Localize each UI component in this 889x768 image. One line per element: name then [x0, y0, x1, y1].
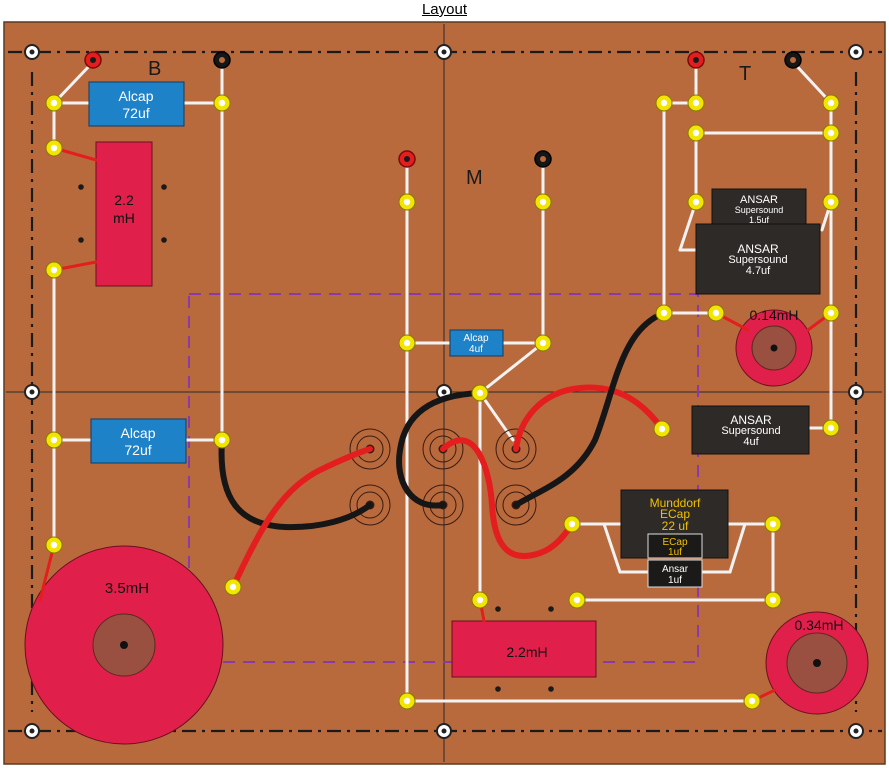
driver-area-outline: [188, 293, 699, 663]
bass-coil-small-label-1: 2.2: [114, 192, 134, 208]
tw-cap-small-label-3: 1.5uf: [749, 215, 770, 225]
solder-pads: [45, 94, 840, 710]
munddorf-cap-label-1: Munddorf: [650, 496, 701, 510]
solder-pad-hole: [218, 436, 226, 444]
mid-coil-round-label: 0.34mH: [794, 617, 843, 633]
mid-cap: [449, 329, 504, 357]
bass-coil-large: [24, 545, 224, 745]
bass-cap-bottom-label-1: Alcap: [120, 425, 155, 441]
tw-cap-4uf: [691, 405, 810, 455]
munddorf-cap-label-3: 22 uf: [662, 519, 689, 533]
solder-pad-hole: [50, 541, 58, 549]
bass-coil-small-label-2: mH: [113, 210, 135, 226]
solder-pad-hole: [50, 99, 58, 107]
solder-pad-hole: [568, 520, 576, 528]
mid-coil-round: [765, 611, 869, 715]
tw-cap-4uf-label-2: Supersound: [721, 425, 780, 437]
section-label-bass: B: [148, 58, 161, 80]
solder-pad-hole: [476, 596, 484, 604]
ecap-1uf-label-2: 1uf: [668, 547, 682, 558]
solder-pad-hole: [827, 198, 835, 206]
coil-mount-dots: [78, 184, 554, 692]
solder-pad-hole: [403, 697, 411, 705]
layout-title: Layout: [421, 1, 468, 18]
ecap-1uf: [647, 533, 703, 559]
ansar-1uf-label-1: Ansar: [662, 564, 689, 575]
bass-coil-small: [95, 141, 153, 287]
solder-pad-hole: [769, 520, 777, 528]
solder-pad-hole: [660, 99, 668, 107]
ecap-1uf-label-1: ECap: [662, 537, 687, 548]
solder-pad-hole: [827, 129, 835, 137]
mid-cap-label-2: 4uf: [469, 344, 483, 355]
bass-cap-top-label-1: Alcap: [118, 88, 153, 104]
solder-pad-hole: [229, 583, 237, 591]
solder-pad-hole: [827, 309, 835, 317]
solder-pad-hole: [218, 99, 226, 107]
hookup-wires: [218, 310, 667, 590]
bass-cap-top-label-2: 72uf: [122, 105, 149, 121]
tw-cap-large-label-1: ANSAR: [737, 242, 779, 256]
bass-cap-bottom: [90, 418, 187, 464]
solder-pad-hole: [403, 339, 411, 347]
solder-pad-hole: [476, 389, 484, 397]
tw-cap-4uf-label-3: 4uf: [743, 436, 759, 448]
bass-cap-top: [88, 81, 185, 127]
tw-coil-label: 0.14mH: [749, 307, 798, 323]
ansar-1uf: [647, 559, 703, 588]
solder-pad-hole: [539, 339, 547, 347]
tw-cap-small-label-2: Supersound: [735, 205, 784, 215]
mid-coil: [451, 620, 597, 678]
solder-pad-hole: [827, 99, 835, 107]
mid-coil-label: 2.2mH: [506, 644, 547, 660]
solder-pad-hole: [712, 309, 720, 317]
solder-pad-hole: [539, 198, 547, 206]
tw-coil: [735, 309, 813, 387]
tw-cap-large-label-3: 4.7uf: [746, 265, 771, 277]
bass-cap-bottom-label-2: 72uf: [124, 442, 151, 458]
solder-pad-hole: [573, 596, 581, 604]
section-label-tweeter: T: [739, 63, 751, 85]
munddorf-cap-label-2: ECap: [660, 507, 690, 521]
solder-pad-hole: [769, 596, 777, 604]
solder-pad-hole: [692, 99, 700, 107]
tw-cap-large-label-2: Supersound: [728, 254, 787, 266]
solder-pad-hole: [827, 424, 835, 432]
solder-pad-hole: [660, 309, 668, 317]
solder-pad-hole: [50, 144, 58, 152]
ansar-1uf-label-2: 1uf: [668, 575, 682, 586]
mid-cap-label-1: Alcap: [463, 333, 488, 344]
solder-pad-hole: [692, 198, 700, 206]
tw-cap-large: [695, 223, 821, 295]
tw-cap-4uf-label-1: ANSAR: [730, 413, 772, 427]
solder-pad-hole: [50, 266, 58, 274]
solder-pad-hole: [692, 129, 700, 137]
section-label-mid: M: [466, 167, 483, 189]
mounting-holes: [24, 44, 864, 739]
solder-pad-hole: [50, 436, 58, 444]
solder-pad-hole: [748, 697, 756, 705]
solder-pad-hole: [403, 198, 411, 206]
input-terminals: [84, 51, 802, 168]
solder-pad-hole: [658, 425, 666, 433]
bass-coil-large-label: 3.5mH: [105, 580, 149, 597]
tw-cap-small-label-1: ANSAR: [740, 194, 778, 206]
